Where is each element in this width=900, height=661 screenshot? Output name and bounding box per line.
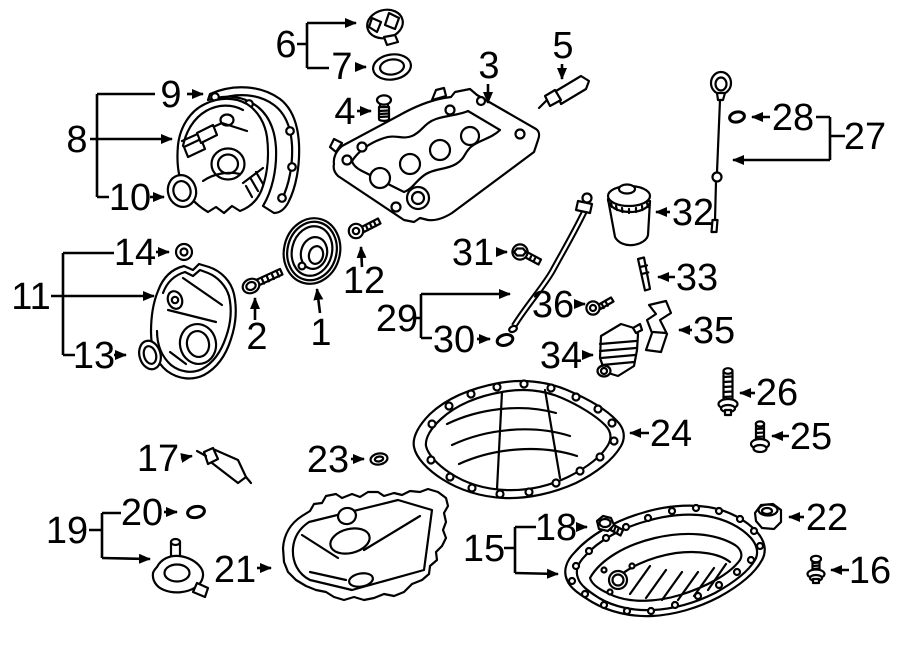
- part-baffle-plate-drawing: [281, 487, 450, 602]
- callout-33: 33: [676, 257, 718, 299]
- callout-25: 25: [790, 416, 832, 458]
- part-filler-cap-seal-drawing: [372, 53, 412, 81]
- callout-labels: 1 2 3 4 5 6 7 8 9 10 11 12 13 14 15 16 1…: [11, 24, 891, 592]
- part-valve-cover-bolt-drawing: [375, 94, 393, 122]
- part-bolt-16-drawing: [806, 554, 826, 585]
- part-bolt-25-drawing: [749, 420, 771, 454]
- part-pickup-valve-drawing: [151, 537, 210, 599]
- leader-19: [101, 553, 151, 564]
- part-gasket-strip-drawing: [644, 299, 673, 354]
- part-sealant-tube-drawing: [537, 74, 591, 110]
- leader-17: [180, 453, 193, 463]
- callout-14: 14: [114, 232, 156, 274]
- callout-7: 7: [331, 46, 352, 88]
- callout-31: 31: [452, 232, 494, 274]
- callout-1: 1: [310, 312, 331, 354]
- part-oil-filter-drawing: [606, 183, 652, 247]
- bracket-15: [504, 525, 536, 573]
- callout-4: 4: [334, 91, 355, 133]
- callout-26: 26: [756, 372, 798, 414]
- part-oring-23-drawing: [369, 452, 389, 466]
- leader-lines: [51, 18, 849, 579]
- part-cap-nut-drawing: [753, 502, 783, 531]
- part-oring-20-drawing: [186, 504, 206, 520]
- callout-35: 35: [693, 310, 735, 352]
- part-oil-filler-cap-drawing: [366, 8, 404, 47]
- bracket-29: [416, 294, 432, 340]
- callout-24: 24: [650, 413, 692, 455]
- bracket-19: [89, 511, 121, 558]
- part-camshaft-seal-drawing: [166, 174, 198, 208]
- callout-12: 12: [343, 260, 385, 302]
- callout-6: 6: [275, 24, 296, 66]
- bracket-8: [95, 92, 155, 199]
- part-bolt-26-drawing: [717, 367, 739, 417]
- callout-20: 20: [121, 492, 163, 534]
- part-bolt-12-drawing: [347, 217, 382, 240]
- callout-8: 8: [66, 119, 87, 161]
- callout-5: 5: [552, 25, 573, 67]
- part-drain-plug-drawing: [595, 514, 625, 537]
- callout-36: 36: [532, 284, 574, 326]
- part-dipstick-drawing: [709, 70, 733, 234]
- callout-30: 30: [433, 319, 475, 361]
- bracket-11: [61, 251, 114, 357]
- part-crankshaft-pulley-drawing: [282, 217, 342, 285]
- leader-15: [514, 568, 559, 579]
- part-pin-33-drawing: [636, 256, 652, 292]
- part-pulley-bolt-drawing: [241, 267, 284, 295]
- part-crankshaft-seal-drawing: [138, 339, 162, 371]
- callout-29: 29: [376, 298, 418, 340]
- part-bolt-31-drawing: [511, 243, 543, 266]
- callout-11: 11: [11, 276, 50, 318]
- part-bolt-36-drawing: [585, 296, 615, 316]
- part-sealant-17-drawing: [195, 446, 253, 485]
- part-upper-oil-pan-drawing: [412, 379, 625, 500]
- bracket-6: [297, 23, 329, 70]
- part-lower-timing-cover-drawing: [149, 262, 237, 380]
- part-dipstick-oring-drawing: [728, 110, 746, 124]
- callout-32: 32: [672, 192, 714, 234]
- callout-34: 34: [540, 335, 582, 377]
- callout-2: 2: [246, 316, 267, 358]
- callout-22: 22: [806, 497, 848, 539]
- leader-1: [313, 288, 324, 314]
- callout-28: 28: [772, 97, 814, 139]
- part-small-seal-drawing: [174, 242, 194, 262]
- leader-12: [356, 246, 367, 268]
- callout-10: 10: [109, 177, 151, 219]
- callout-3: 3: [478, 45, 499, 87]
- part-valve-cover-drawing: [328, 86, 541, 224]
- part-dipstick-tube-drawing: [508, 192, 594, 334]
- callout-15: 15: [463, 528, 505, 570]
- callout-9: 9: [160, 74, 181, 116]
- callout-27: 27: [844, 116, 886, 158]
- bracket-27: [816, 115, 845, 160]
- callout-19: 19: [46, 510, 88, 552]
- part-timing-cover-gasket-drawing: [206, 86, 301, 215]
- callout-17: 17: [137, 438, 179, 480]
- part-oil-cooler-drawing: [596, 322, 644, 378]
- callout-21: 21: [214, 549, 256, 591]
- callout-13: 13: [73, 335, 115, 377]
- callout-23: 23: [307, 439, 349, 481]
- callout-18: 18: [535, 507, 577, 549]
- part-lower-oil-pan-drawing: [564, 503, 766, 618]
- part-tube-oring-drawing: [495, 333, 515, 347]
- callout-16: 16: [849, 550, 891, 592]
